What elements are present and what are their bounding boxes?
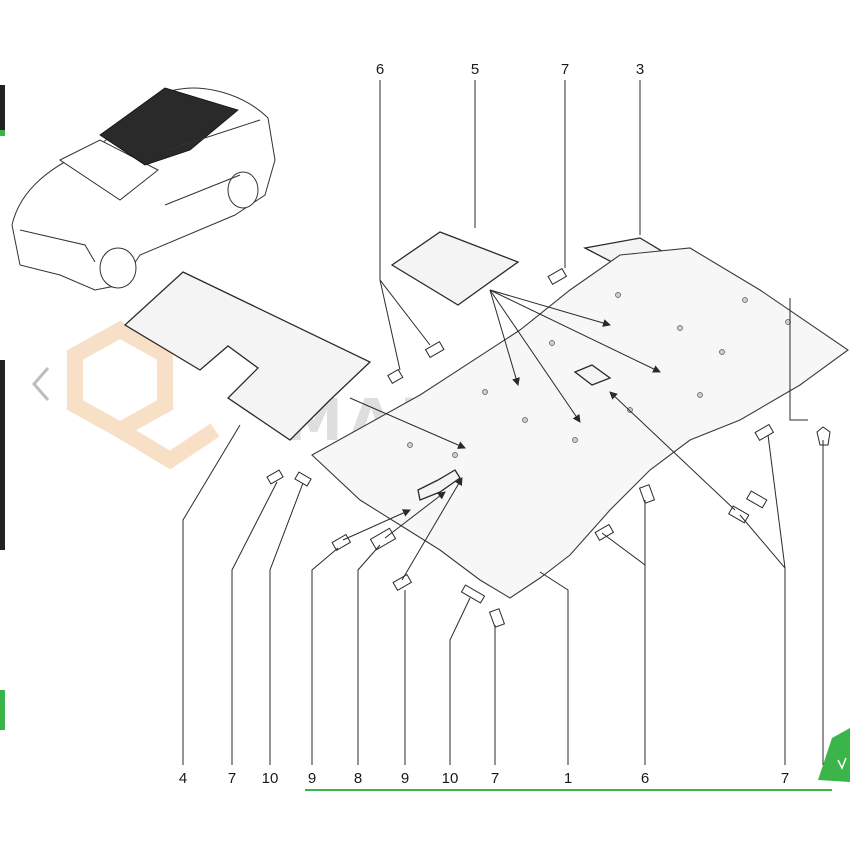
callout-7: 7	[491, 770, 499, 787]
callout-5-top: 5	[471, 61, 479, 78]
clip-8	[369, 527, 397, 551]
part-5-panel	[390, 231, 520, 306]
callout-6-top: 6	[376, 61, 384, 78]
corner-badge-icon[interactable]	[818, 728, 850, 782]
callout-3-top: 3	[636, 61, 644, 78]
clip-7-right-c	[754, 423, 775, 442]
clip-7-right-a	[728, 505, 750, 524]
clip-6-right-b	[594, 523, 615, 542]
watermark-logo-icon	[67, 320, 220, 470]
callout-9: 9	[308, 770, 316, 787]
clip-7-left	[266, 469, 284, 485]
part-4-panel	[123, 271, 372, 441]
clip-6-right	[638, 484, 656, 504]
callouts-bottom: 4 7 10 9 8 9 10 7 1 6 7	[179, 770, 789, 787]
clip-6-top-b	[387, 368, 404, 385]
callout-10: 10	[262, 770, 279, 787]
callout-8: 8	[354, 770, 362, 787]
clip-6-top-a	[424, 340, 445, 359]
callout-6: 6	[641, 770, 649, 787]
callouts-top: 6 5 7 3	[376, 61, 644, 78]
left-edge-strip	[0, 85, 5, 730]
callout-7-top: 7	[561, 61, 569, 78]
callout-7: 7	[228, 770, 236, 787]
part-1-headliner	[311, 247, 849, 599]
car-inset	[11, 87, 276, 291]
leader-lines	[182, 80, 824, 765]
callout-9: 9	[401, 770, 409, 787]
assembly-arrows	[342, 289, 736, 581]
callout-7: 7	[781, 770, 789, 787]
clips	[266, 267, 831, 628]
clip-9-left	[331, 533, 352, 552]
clip-10-left	[294, 471, 312, 487]
back-chevron-icon[interactable]	[32, 367, 50, 401]
clip-9-mid	[392, 573, 413, 592]
callout-10: 10	[442, 770, 459, 787]
callout-1: 1	[564, 770, 572, 787]
clip-7-top	[547, 267, 568, 286]
clip-7-mid	[488, 608, 506, 628]
clip-10-mid	[460, 584, 486, 604]
callout-4: 4	[179, 770, 187, 787]
clip-7-far-right	[816, 426, 831, 446]
clip-7-right-b	[746, 490, 768, 509]
